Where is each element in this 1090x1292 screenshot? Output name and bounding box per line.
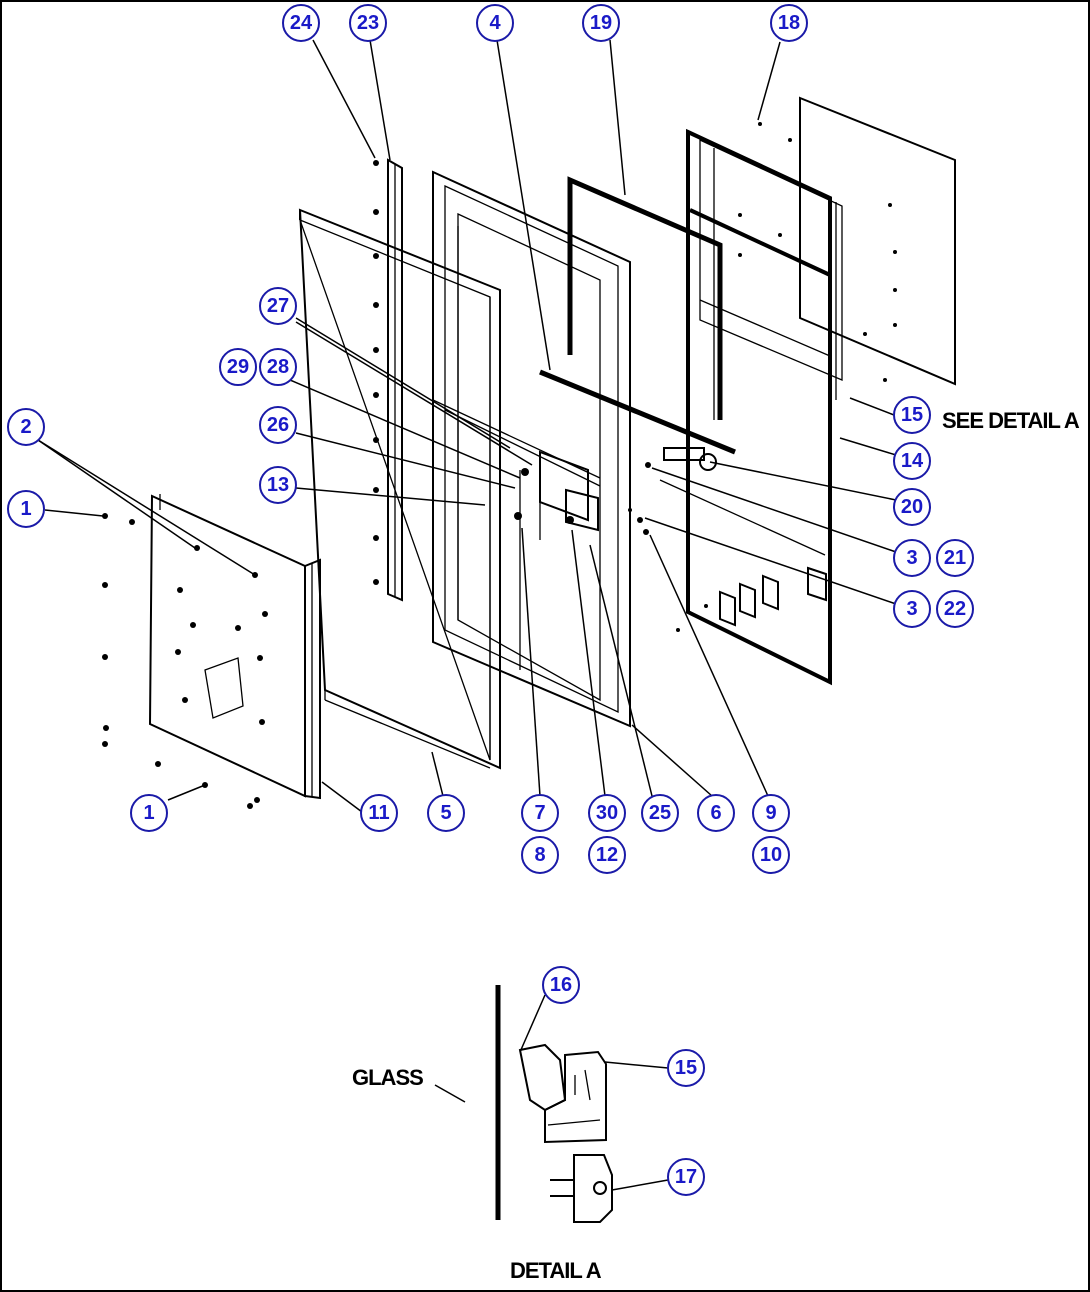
svg-text:7: 7 xyxy=(534,802,545,824)
svg-text:8: 8 xyxy=(534,844,545,866)
svg-text:24: 24 xyxy=(290,12,313,34)
callout-11: 11 xyxy=(360,794,398,832)
glass-label: GLASS xyxy=(352,1065,423,1090)
callout-bubbles: 24 23 4 19 18 27 29 28 2 26 13 1 15 14 2… xyxy=(7,4,974,1196)
svg-text:18: 18 xyxy=(778,12,800,34)
callout-17: 17 xyxy=(667,1158,705,1196)
callout-21: 21 xyxy=(936,539,974,577)
callout-12: 12 xyxy=(588,836,626,874)
svg-text:3: 3 xyxy=(906,547,917,569)
svg-text:29: 29 xyxy=(227,356,249,378)
glass-seal xyxy=(539,176,736,455)
callout-27: 27 xyxy=(259,287,297,325)
glass-pane xyxy=(699,96,956,386)
svg-text:25: 25 xyxy=(649,802,671,824)
svg-text:20: 20 xyxy=(901,496,923,518)
callout-2: 2 xyxy=(7,408,45,446)
svg-text:13: 13 xyxy=(267,474,289,496)
leader-lines xyxy=(37,39,897,1191)
callout-1-top: 1 xyxy=(7,490,45,528)
door-gasket xyxy=(686,128,843,686)
callout-15-top: 15 xyxy=(893,396,931,434)
svg-text:23: 23 xyxy=(357,12,379,34)
callout-9: 9 xyxy=(752,794,790,832)
callout-4: 4 xyxy=(476,4,514,42)
detail-a-view xyxy=(495,985,613,1223)
svg-text:22: 22 xyxy=(944,598,966,620)
door-frame xyxy=(432,170,631,728)
svg-text:3: 3 xyxy=(906,598,917,620)
handle-hardware xyxy=(628,447,827,632)
svg-text:26: 26 xyxy=(267,414,289,436)
callout-10: 10 xyxy=(752,836,790,874)
rear-panel xyxy=(102,494,321,809)
callout-23: 23 xyxy=(349,4,387,42)
svg-text:28: 28 xyxy=(267,356,289,378)
svg-text:21: 21 xyxy=(944,547,966,569)
callout-1-bottom: 1 xyxy=(130,794,168,832)
callout-6: 6 xyxy=(697,794,735,832)
svg-text:4: 4 xyxy=(489,12,501,34)
callout-19: 19 xyxy=(582,4,620,42)
callout-3-upper: 3 xyxy=(893,539,931,577)
svg-text:10: 10 xyxy=(760,844,782,866)
svg-text:15: 15 xyxy=(675,1057,697,1079)
callout-20: 20 xyxy=(893,488,931,526)
svg-text:2: 2 xyxy=(20,416,31,438)
svg-text:11: 11 xyxy=(368,802,389,824)
svg-text:5: 5 xyxy=(440,802,451,824)
callout-29: 29 xyxy=(219,348,257,386)
svg-text:30: 30 xyxy=(596,802,618,824)
svg-text:1: 1 xyxy=(143,802,154,824)
callout-5: 5 xyxy=(427,794,465,832)
callout-14: 14 xyxy=(893,442,931,480)
callout-28: 28 xyxy=(259,348,297,386)
callout-26: 26 xyxy=(259,406,297,444)
callout-3-lower: 3 xyxy=(893,590,931,628)
callout-22: 22 xyxy=(936,590,974,628)
svg-text:12: 12 xyxy=(596,844,618,866)
svg-text:17: 17 xyxy=(675,1166,697,1188)
callout-15-detail: 15 xyxy=(667,1049,705,1087)
hinge-strip xyxy=(373,158,403,602)
see-detail-label: SEE DETAIL A xyxy=(942,408,1080,433)
inner-frame xyxy=(298,208,501,770)
callout-24: 24 xyxy=(282,4,320,42)
svg-text:15: 15 xyxy=(901,404,923,426)
callout-16: 16 xyxy=(542,966,580,1004)
svg-text:9: 9 xyxy=(765,802,776,824)
callout-18: 18 xyxy=(770,4,808,42)
callout-25: 25 xyxy=(641,794,679,832)
callout-30: 30 xyxy=(588,794,626,832)
svg-text:16: 16 xyxy=(550,974,572,996)
callout-13: 13 xyxy=(259,466,297,504)
detail-a-title: DETAIL A xyxy=(510,1258,602,1283)
callout-7: 7 xyxy=(521,794,559,832)
svg-text:19: 19 xyxy=(590,12,612,34)
svg-text:14: 14 xyxy=(901,450,924,472)
callout-8: 8 xyxy=(521,836,559,874)
svg-text:1: 1 xyxy=(20,498,31,520)
svg-text:6: 6 xyxy=(710,802,721,824)
svg-text:27: 27 xyxy=(267,295,289,317)
